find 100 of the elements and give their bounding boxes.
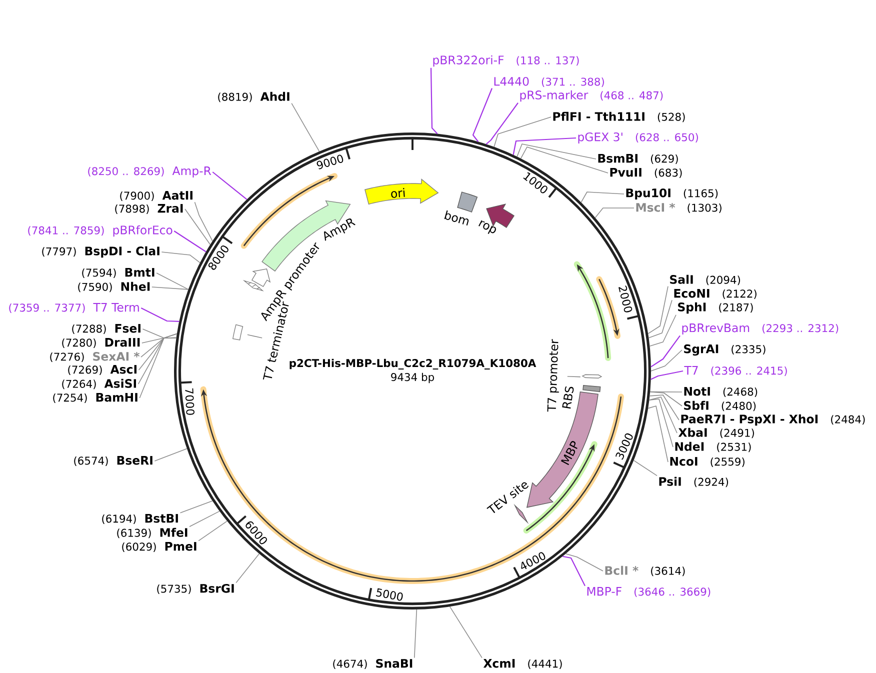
cut-position: (3614) <box>651 566 685 576</box>
enzyme-name: SgrAI <box>684 344 718 356</box>
leader-line <box>648 406 668 462</box>
primer-position: (371 .. 388) <box>542 78 604 88</box>
leader-line <box>650 391 682 406</box>
enzyme-name: BmtI <box>125 268 154 277</box>
cut-position: (2559) <box>710 457 744 467</box>
primer-name: pGEX 3' <box>578 132 622 144</box>
primer-name: pBRforEco <box>113 225 172 237</box>
cut-position: (7900) <box>120 191 154 201</box>
cut-position: (4441) <box>528 659 562 669</box>
feature-label: ori <box>391 188 405 198</box>
primer-position: (468 .. 487) <box>600 91 663 101</box>
enzyme-name: BsrGI <box>200 584 234 593</box>
enzyme-name: AhdI <box>260 92 290 101</box>
leader-line <box>650 335 680 368</box>
cut-position: (7898) <box>115 204 149 214</box>
leader-line <box>512 137 576 155</box>
cut-position: (7594) <box>82 268 116 278</box>
cut-position: (6029) <box>122 542 156 552</box>
enzyme-name: BsmBI <box>598 154 638 163</box>
enzyme-name: SphI <box>678 302 706 314</box>
primer-name: pBR322ori-F <box>433 55 504 67</box>
cut-position: (4674) <box>333 660 367 670</box>
leader-line <box>449 606 482 658</box>
leader-line <box>648 398 674 448</box>
cut-position: (1165) <box>684 189 718 199</box>
primer-position: (2396 .. 2415) <box>711 366 787 376</box>
cut-position: (7288) <box>72 324 106 334</box>
cut-position: (7254) <box>53 393 87 403</box>
cut-position: (2484) <box>831 415 865 425</box>
cut-position: (2122) <box>722 289 756 299</box>
feature-label: MBP <box>560 441 578 466</box>
feature-label: RBS <box>562 386 574 409</box>
enzyme-name: XbaI <box>678 428 707 437</box>
leader-line <box>212 172 248 200</box>
feature-label: bom <box>444 210 469 226</box>
leader-line <box>174 230 206 252</box>
leader-line <box>142 328 178 338</box>
primer-name: T7 <box>684 366 698 375</box>
plasmid-size: 9434 bp <box>391 372 434 384</box>
scale-number: 3000 <box>616 433 633 460</box>
primer-position: (8250 .. 8269) <box>88 166 164 176</box>
feature-label: rop <box>478 220 496 234</box>
enzyme-name: MfeI <box>160 528 188 537</box>
enzyme-name: SbfI <box>684 400 708 410</box>
primer-name: L4440 <box>494 76 529 86</box>
leader-line <box>184 208 211 246</box>
leader-line <box>472 88 493 142</box>
leader-line <box>516 144 596 160</box>
cut-position: (528) <box>658 112 685 122</box>
cut-position: (6194) <box>102 514 136 524</box>
scale-number: 7000 <box>185 388 194 415</box>
enzyme-name: SalI <box>670 274 693 284</box>
cut-position: (7590) <box>78 282 112 292</box>
cut-position: (2531) <box>717 442 751 452</box>
leader-line <box>648 300 672 338</box>
cut-position: (5735) <box>157 584 191 594</box>
cut-position: (2924) <box>694 478 728 488</box>
enzyme-name: AatII <box>162 191 192 200</box>
enzyme-name: FseI <box>115 324 140 333</box>
enzyme-name: Bpu10I <box>626 188 670 200</box>
feature-label: T7 promoter <box>547 339 559 412</box>
leader-line <box>236 553 260 584</box>
leader-line <box>198 520 228 542</box>
leader-line <box>291 102 320 152</box>
enzyme-name: NheI <box>121 282 150 291</box>
cut-position: (2480) <box>722 402 756 412</box>
enzyme-name: BamHI <box>96 393 138 402</box>
primer-position: (2293 .. 2312) <box>762 324 838 334</box>
enzyme-name: NdeI <box>675 442 704 451</box>
leader-line <box>649 314 676 346</box>
enzyme-name: DraIII <box>105 338 140 347</box>
primer-position: (3646 .. 3669) <box>634 587 710 597</box>
primer-name: T7 Term <box>93 303 139 312</box>
enzyme-name: PaeR7I - PspXI - XhoI <box>681 414 818 426</box>
scale-number: 5000 <box>376 588 403 601</box>
cut-position: (629) <box>650 154 678 164</box>
leader-line <box>194 202 213 242</box>
cut-position: (2187) <box>719 303 753 313</box>
enzyme-name: MscI * <box>636 202 676 212</box>
leader-line <box>562 556 586 586</box>
leader-line <box>565 553 604 572</box>
primer-name: pRS-marker <box>520 90 588 102</box>
primer-name: Amp-R <box>172 166 212 178</box>
leader-line <box>594 208 634 218</box>
enzyme-name: BspDI - ClaI <box>85 246 160 258</box>
leader-line <box>649 394 680 420</box>
scale-number: 2000 <box>618 286 632 312</box>
leader-line <box>414 609 418 658</box>
cut-position: (7797) <box>42 247 76 257</box>
leader-line <box>180 500 213 514</box>
cut-position: (8819) <box>218 92 252 102</box>
cut-position: (7280) <box>62 338 96 348</box>
primer-name: MBP-F <box>587 587 622 596</box>
enzyme-name: XcmI <box>483 659 515 668</box>
enzyme-name: EcoNI <box>674 289 710 298</box>
enzyme-name: PflFI - Tth111I <box>553 112 644 121</box>
leader-line <box>520 146 608 174</box>
enzyme-name: PsiI <box>659 476 681 486</box>
